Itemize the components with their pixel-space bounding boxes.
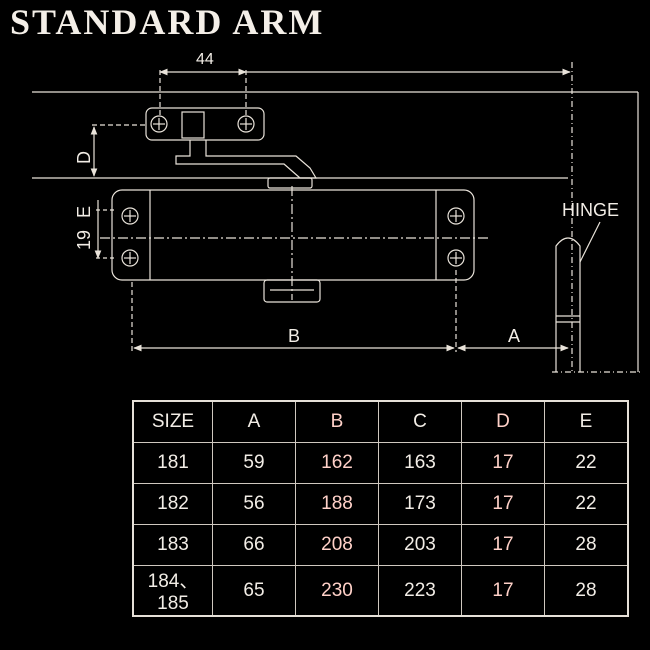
closer-body [111, 189, 475, 281]
hinge-label: HINGE [562, 200, 619, 220]
hinge-shape [555, 237, 581, 372]
body-screw-tl [121, 207, 139, 225]
arm-shoe [267, 177, 313, 189]
dim-19-label: 19 [74, 230, 94, 250]
arm-link [175, 140, 318, 179]
arm-bracket [145, 107, 265, 141]
table-cell-a: 59 [212, 442, 296, 484]
table-cell-b: 230 [295, 565, 379, 617]
table-cell-b: 162 [295, 442, 379, 484]
table-cell-d: 17 [461, 442, 545, 484]
hinge-leader [579, 221, 601, 263]
table-cell-d: 17 [461, 524, 545, 566]
column-header-e: E [544, 400, 629, 443]
body-screw-br [447, 249, 465, 267]
table-cell-e: 22 [544, 442, 629, 484]
table-cell-e: 28 [544, 565, 629, 617]
table-cell-c: 163 [378, 442, 462, 484]
table-cell-size: 181 [132, 442, 213, 484]
table-cell-e: 28 [544, 524, 629, 566]
bracket-screw-left [150, 115, 168, 133]
page-title: STANDARD ARM [10, 2, 325, 42]
column-header-size: SIZE [132, 400, 213, 443]
body-screw-tr [447, 207, 465, 225]
table-cell-c: 223 [378, 565, 462, 617]
table-cell-d: 17 [461, 483, 545, 525]
column-header-b: B [295, 400, 379, 443]
table-cell-b: 188 [295, 483, 379, 525]
column-header-c: C [378, 400, 462, 443]
table-cell-a: 56 [212, 483, 296, 525]
table-cell-c: 203 [378, 524, 462, 566]
column-header-d: D [461, 400, 545, 443]
dim-e-label: E [74, 206, 94, 218]
table-cell-b: 208 [295, 524, 379, 566]
table-cell-size: 184、185 [132, 565, 213, 617]
dim-44-label: 44 [196, 51, 214, 68]
body-screw-bl [121, 249, 139, 267]
dim-a-label: A [508, 326, 520, 346]
column-header-a: A [212, 400, 296, 443]
body-valve-cap [263, 279, 321, 303]
dim-b-label: B [288, 326, 300, 346]
table-cell-a: 65 [212, 565, 296, 617]
table-cell-size: 183 [132, 524, 213, 566]
table-cell-e: 22 [544, 483, 629, 525]
table-cell-c: 173 [378, 483, 462, 525]
dim-d-label: D [74, 151, 94, 164]
bracket-screw-right [237, 115, 255, 133]
table-cell-size: 182 [132, 483, 213, 525]
bracket-hub [181, 111, 205, 139]
door-closer-diagram: 44 D E 19 B A HINGE [32, 51, 640, 373]
table-cell-d: 17 [461, 565, 545, 617]
table-cell-a: 66 [212, 524, 296, 566]
